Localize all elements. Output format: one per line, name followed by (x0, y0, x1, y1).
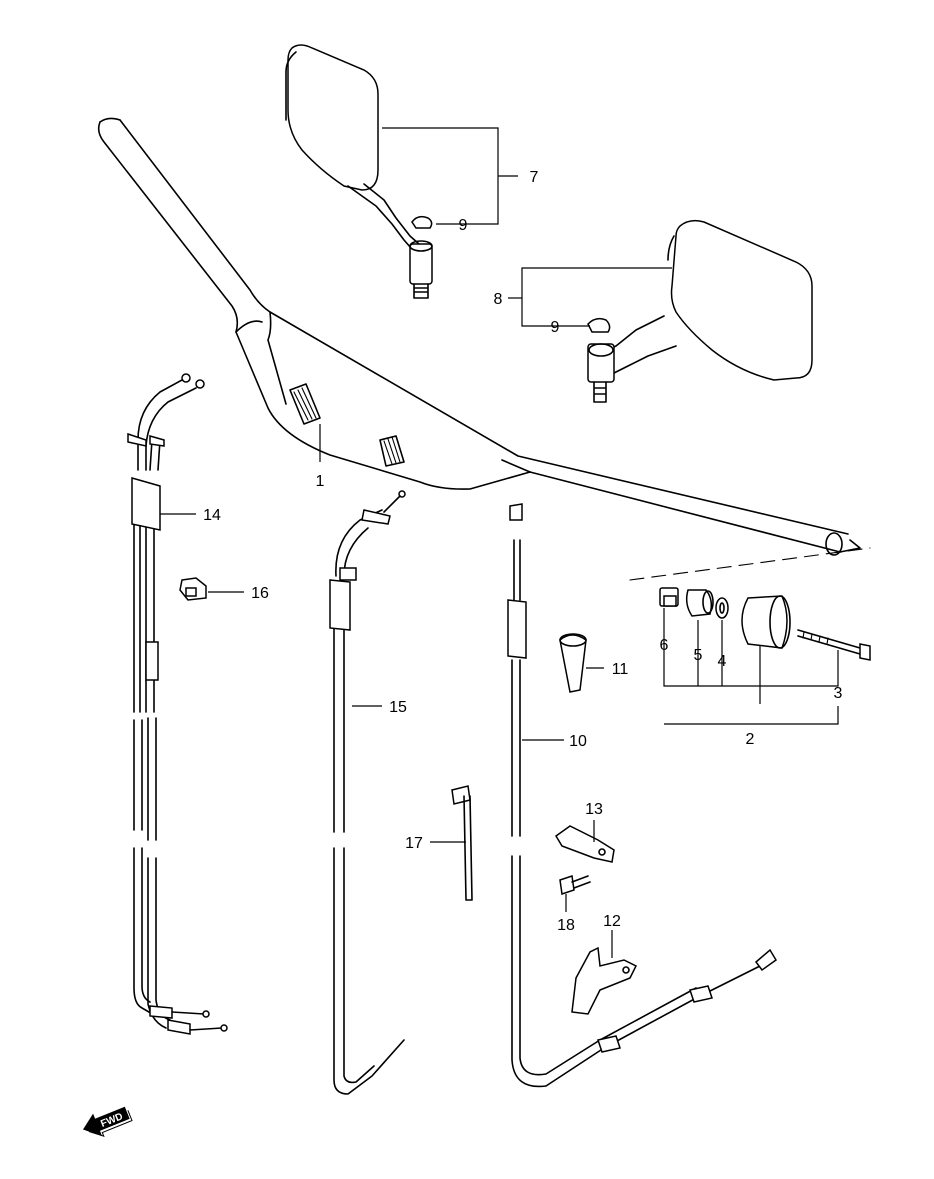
callout-7: 7 (530, 169, 539, 186)
weight-part-2 (741, 595, 791, 649)
fwd-label: FWD (99, 1111, 124, 1130)
callout-13: 13 (585, 801, 603, 818)
cable-tie-part-17 (451, 785, 473, 901)
callout-4: 4 (718, 653, 727, 670)
throttle-cable-assy (127, 373, 228, 1035)
callout-12: 12 (603, 913, 621, 930)
mirror-left (285, 44, 433, 299)
callout-18: 18 (557, 917, 575, 934)
collar-part-5 (685, 589, 714, 617)
callout-6: 6 (660, 637, 669, 654)
callout-15: 15 (389, 699, 407, 716)
bolt-part-18 (559, 875, 591, 895)
callout-2: 2 (746, 731, 755, 748)
callout-9-upper: 9 (459, 217, 468, 234)
grip-part-11 (559, 633, 587, 693)
callout-10: 10 (569, 733, 587, 750)
fwd-arrow-icon: FWD (82, 1106, 133, 1138)
callout-9-lower: 9 (551, 319, 560, 336)
callout-17: 17 (405, 835, 423, 852)
callout-5: 5 (694, 647, 703, 664)
bolt-part-3 (797, 629, 871, 661)
bracket-part-13 (555, 825, 615, 863)
callout-1: 1 (316, 473, 325, 490)
callout-8: 8 (494, 291, 503, 308)
mirror-right (587, 219, 813, 403)
callout-16: 16 (251, 585, 269, 602)
knurl-right (379, 435, 405, 467)
clutch-cable-part-10 (507, 503, 777, 1088)
callout-11: 11 (612, 661, 629, 678)
callout-3: 3 (834, 685, 843, 702)
bar-end-parts (629, 547, 871, 661)
choke-cable-part-15 (329, 490, 406, 1095)
leader-lines (160, 127, 839, 958)
clip-part-16 (179, 577, 207, 601)
nut-part-6 (659, 587, 679, 607)
callout-labels: 1 2 3 4 5 6 7 8 9 9 10 11 12 13 14 15 16… (203, 169, 842, 934)
handlebar (97, 117, 861, 556)
knurl-left (289, 383, 321, 425)
bracket-part-12 (571, 946, 638, 1015)
washer-part-4 (715, 597, 729, 619)
callout-14: 14 (203, 507, 221, 524)
